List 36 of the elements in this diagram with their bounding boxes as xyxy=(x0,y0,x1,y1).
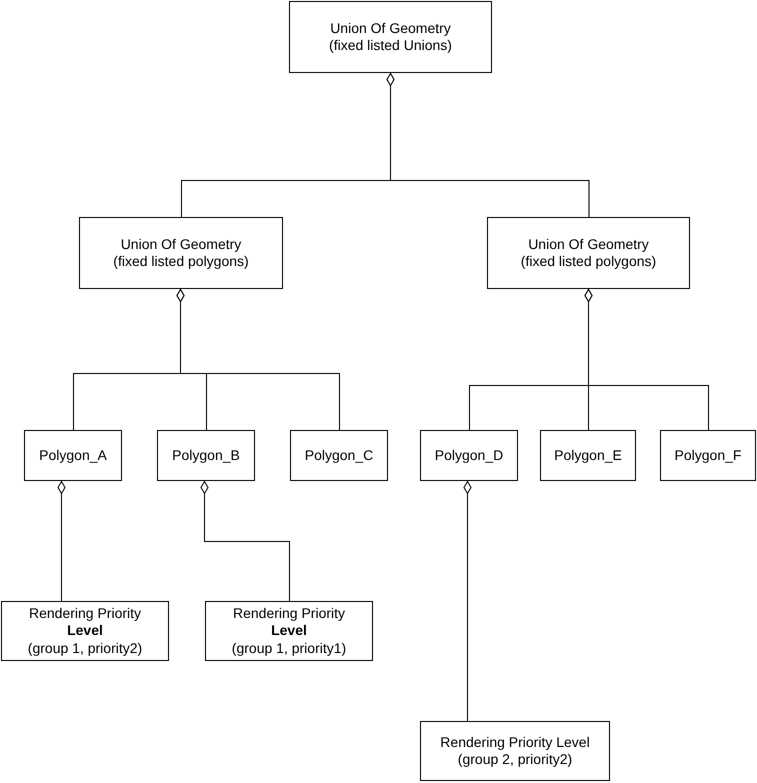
class-name: Rendering Priority Level xyxy=(28,604,142,640)
aggregation-connector xyxy=(386,72,590,218)
class-box xyxy=(205,601,373,661)
class-box xyxy=(289,1,492,73)
class-box xyxy=(660,430,756,481)
aggregation-connector xyxy=(464,480,472,722)
aggregation-connector xyxy=(200,480,290,602)
class-name: Polygon_E xyxy=(554,446,622,464)
class-box xyxy=(24,430,122,481)
aggregation-connector xyxy=(584,288,709,430)
class-detail: (fixed listed Unions) xyxy=(329,37,452,54)
class-name: Polygon_C xyxy=(304,446,374,464)
class-name: Polygon_F xyxy=(674,446,742,464)
class-name: Union Of Geometry xyxy=(330,20,451,37)
class-detail: (group 1, priority1) xyxy=(232,640,346,658)
class-box xyxy=(79,217,283,289)
class-detail: (group 1, priority2) xyxy=(28,640,142,658)
class-box xyxy=(290,430,388,481)
class-box xyxy=(540,430,636,481)
class-box xyxy=(487,217,690,289)
class-name: Polygon_D xyxy=(434,446,504,464)
class-box xyxy=(157,430,255,481)
aggregation-connector xyxy=(58,480,66,602)
class-name: Polygon_B xyxy=(172,446,240,464)
aggregation-connector xyxy=(176,288,340,430)
class-name: Polygon_A xyxy=(39,446,107,464)
class-name: Rendering Priority Level xyxy=(232,604,346,640)
class-detail: (fixed listed polygons) xyxy=(113,253,249,270)
class-box xyxy=(1,601,169,661)
class-box xyxy=(420,721,610,781)
class-name: Union Of Geometry xyxy=(528,236,649,253)
class-box xyxy=(420,430,518,481)
class-name: Rendering Priority Level xyxy=(440,734,590,751)
class-detail: (fixed listed polygons) xyxy=(520,253,656,270)
class-detail: (group 2, priority2) xyxy=(458,751,572,768)
class-name: Union Of Geometry xyxy=(120,236,242,253)
